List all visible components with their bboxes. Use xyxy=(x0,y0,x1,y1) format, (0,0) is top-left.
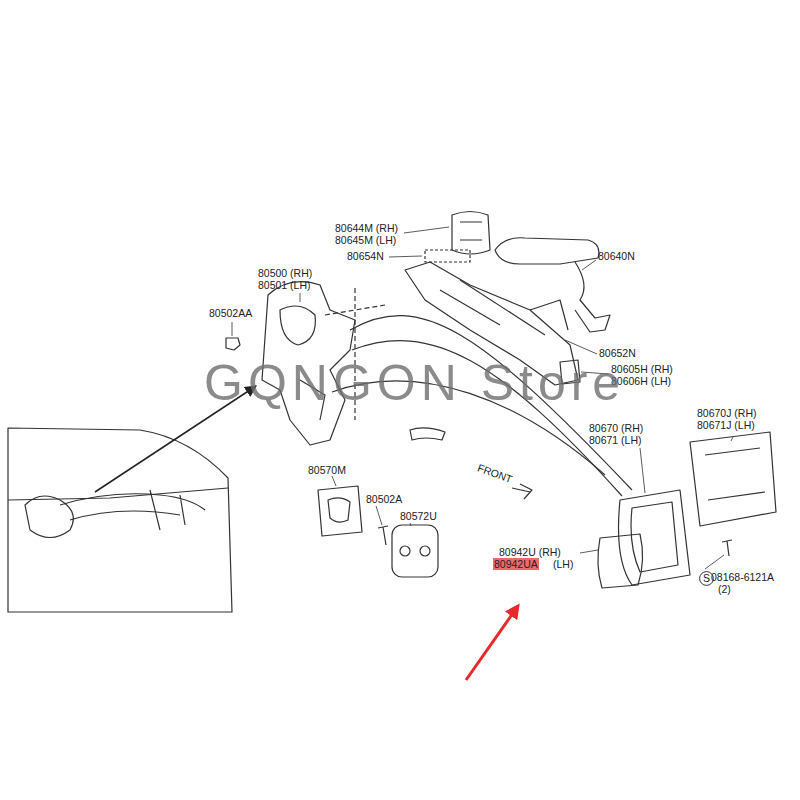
part-number: 80644M (RH) xyxy=(335,222,398,234)
outer-handle xyxy=(495,238,599,264)
part-number: 80671 (LH) xyxy=(589,434,642,446)
door-mechanism xyxy=(25,490,205,538)
part-number: 80670J (RH) xyxy=(697,407,757,419)
part-number: 80501 (LH) xyxy=(258,279,311,291)
leader-line xyxy=(580,550,598,553)
part-number: 08168-6121A xyxy=(711,571,774,583)
handle-cap xyxy=(452,212,490,255)
part-number: 80640N xyxy=(598,250,635,262)
part-number: 80570M xyxy=(308,464,346,476)
leader-line xyxy=(332,476,336,486)
leader-line xyxy=(376,506,382,525)
part-number: 80654N xyxy=(347,250,384,262)
quantity-note: (2) xyxy=(718,583,731,595)
node-text: S xyxy=(699,571,714,586)
part-number: 80502A xyxy=(366,493,402,505)
highlight-box: 80942UA xyxy=(493,558,539,570)
striker-shim xyxy=(392,525,438,577)
part-number: 80670 (RH) xyxy=(589,422,643,434)
door-outline xyxy=(8,428,232,612)
leader-line xyxy=(731,437,733,441)
pointer-arrow xyxy=(466,606,518,680)
leader-line xyxy=(404,227,449,233)
part-number: 80502AA xyxy=(209,307,252,319)
part-number: 80572U xyxy=(400,510,437,522)
side-note: (LH) xyxy=(553,558,573,570)
circle-symbol: S xyxy=(699,571,714,586)
leader-line xyxy=(640,448,645,493)
part-number: 80500 (RH) xyxy=(258,267,312,279)
gasket xyxy=(425,250,470,262)
cover-piece xyxy=(598,534,643,588)
front-arrow xyxy=(512,484,532,499)
screw xyxy=(378,526,388,545)
leader-line xyxy=(410,523,411,526)
striker xyxy=(318,486,362,536)
bolt xyxy=(226,338,240,350)
leader-line xyxy=(389,256,422,257)
part-number: 80645M (LH) xyxy=(335,234,396,246)
escutcheon xyxy=(690,432,776,526)
leader-line xyxy=(565,340,597,354)
part-number: 80942U (RH) xyxy=(499,546,561,558)
leader-line xyxy=(232,322,233,336)
leader-line xyxy=(300,293,301,302)
node-text: 80942UA xyxy=(494,558,538,570)
screw xyxy=(722,540,732,556)
inner-handle xyxy=(619,490,691,585)
direction-label: FRONT xyxy=(476,461,514,485)
watermark: GQNGON Store xyxy=(204,355,625,411)
leader-line xyxy=(582,260,596,270)
part-number: 80671J (LH) xyxy=(697,419,755,431)
leader-line xyxy=(705,555,724,569)
